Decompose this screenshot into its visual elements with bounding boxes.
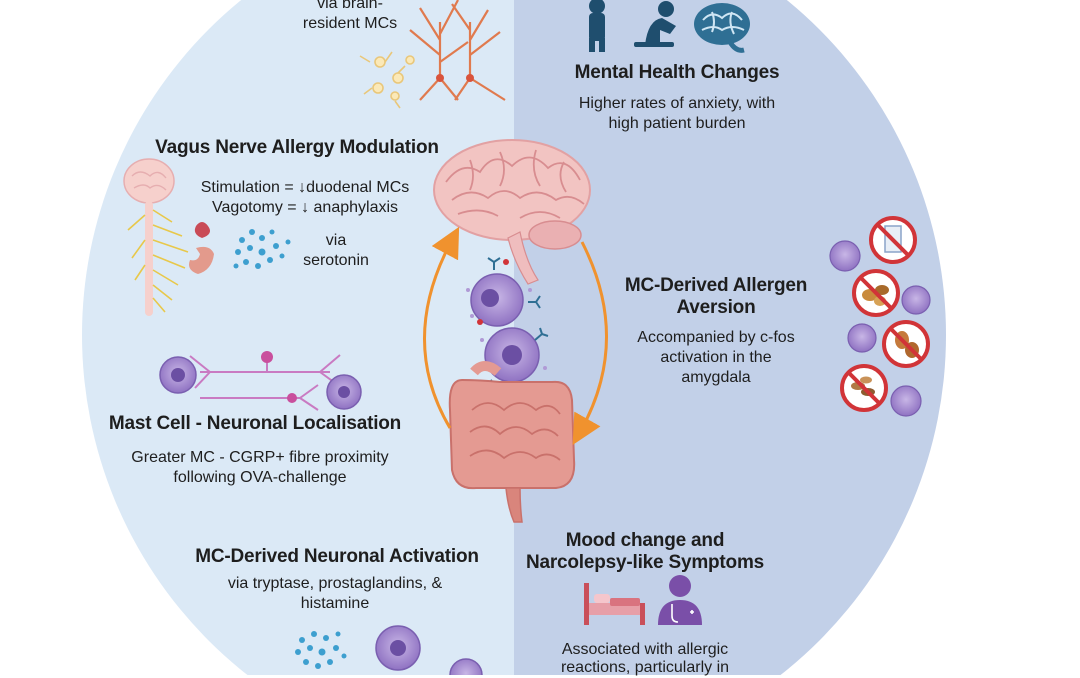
gut-illustration [448,361,576,523]
neuron-body-2 [466,74,474,82]
cycle-arrow-up [423,226,460,429]
activation-text-line1: via tryptase, prostaglandins, & [227,575,443,592]
localisation-heading: Mast Cell - Neuronal Localisation [108,413,402,434]
distressed-person-icon [634,1,676,47]
brain-icon [694,3,750,53]
left-half-background [82,0,514,675]
mood-heading-line1: Mood change and [565,530,725,551]
neuron-body-1 [436,74,444,82]
brain-resident-mc-text-line1: via brain- [317,0,383,12]
localisation-text-line2: following OVA-challenge [173,469,347,486]
vagus-nerve-heading: Vagus Nerve Allergy Modulation [155,137,439,158]
brain-resident-mc-text-line2: resident MCs [302,15,398,32]
no-nuts-icon [852,269,900,317]
mood-text-line2: reactions, particularly in [560,659,730,676]
aversion-heading-line2: Aversion [676,297,756,318]
no-milk-icon [869,216,917,264]
mental-health-text-line2: high patient burden [608,115,746,132]
brain-illustration [433,139,591,285]
vagus-via-text: via [325,232,347,249]
neuron-fibre-icon [189,354,343,411]
mast-cell-icon [829,240,931,417]
mast-cell-icon [375,625,483,675]
aversion-heading-line1: MC-Derived Allergen [624,275,808,296]
mood-text-line1: Associated with allergic [561,641,729,658]
aversion-text-line3: amygdala [681,369,751,386]
bed-icon [584,583,645,625]
nervous-system-icon [123,158,214,316]
serotonin-dots-icon [295,631,347,669]
glia-cells-icon [359,51,415,109]
activation-text-line2: histamine [300,595,370,612]
standing-person-icon [589,0,605,52]
doctor-icon [658,575,702,625]
aversion-text-line2: activation in the [660,349,772,366]
mental-health-text-line1: Higher rates of anxiety, with [578,95,776,112]
vagus-vagotomy-text: Vagotomy = ↓ anaphylaxis [211,199,399,216]
no-seeds-icon [840,364,888,412]
mast-cell-icon [159,356,362,410]
neuron-icon [409,0,506,101]
no-peanut-icon [882,320,930,368]
vagus-stimulation-text: Stimulation = ↓duodenal MCs [200,179,410,196]
mood-heading-line2: Narcolepsy-like Symptoms [525,552,765,573]
neuron-soma [261,351,273,363]
vagus-serotonin-text: serotonin [303,252,369,269]
localisation-text-line1: Greater MC - CGRP+ fibre proximity [131,449,389,466]
aversion-text-line1: Accompanied by c-fos [637,329,795,346]
cycle-arrow-down [572,241,608,446]
activation-heading: MC-Derived Neuronal Activation [195,546,479,567]
neuron-soma-2 [287,393,297,403]
mental-health-heading: Mental Health Changes [574,62,780,83]
serotonin-dots-icon [233,229,291,269]
